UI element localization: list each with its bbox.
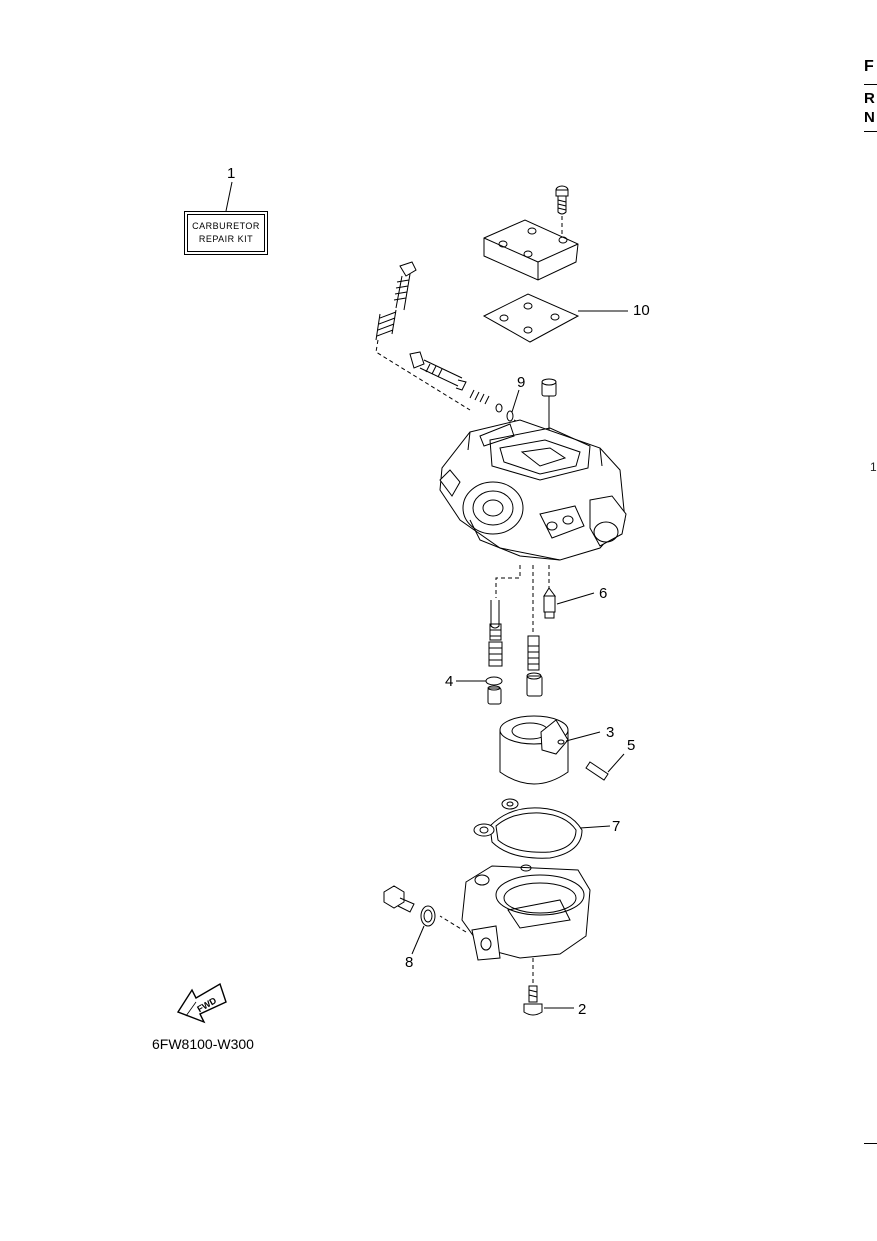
carburetor-body (440, 420, 626, 560)
callout-10: 10 (633, 302, 650, 319)
callout-4: 4 (445, 673, 454, 690)
fwd-arrow-icon: FWD (178, 984, 226, 1022)
kit-line-1: CARBURETOR (192, 221, 260, 231)
washer-8-icon (421, 906, 435, 926)
callout-6: 6 (599, 585, 608, 602)
needle-valve (544, 565, 594, 618)
callout-9: 9 (517, 374, 526, 391)
cover-screw (556, 186, 568, 238)
repair-kit-label: CARBURETOR REPAIR KIT (184, 211, 268, 255)
edge-rule-1 (864, 84, 877, 85)
callout-7: 7 (612, 818, 621, 835)
chamber-screw (524, 958, 574, 1015)
pilot-screw (410, 352, 526, 426)
edge-number: 1 (870, 460, 877, 474)
cover-gasket (484, 294, 628, 342)
callout-8: 8 (405, 954, 414, 971)
o-ring-4-icon (486, 677, 502, 685)
callout-3: 3 (606, 724, 615, 741)
float-chamber-gasket (474, 799, 610, 858)
top-cover-plate (484, 220, 578, 280)
callout-2: 2 (578, 1001, 587, 1018)
float-pin (586, 754, 624, 780)
throttle-stop-screw (376, 262, 470, 410)
o-ring-9-icon (507, 411, 513, 421)
float (500, 716, 600, 784)
callout-5: 5 (627, 737, 636, 754)
air-jet-cap (542, 379, 556, 470)
callout-1: 1 (227, 165, 236, 182)
float-chamber (440, 865, 590, 960)
kit-line-2: REPAIR KIT (198, 234, 254, 244)
edge-letter-r: R (864, 90, 875, 107)
edge-letter-f: F (864, 58, 874, 75)
edge-rule-3 (864, 1143, 877, 1144)
main-nozzle-stack (486, 565, 520, 704)
edge-rule-2 (864, 131, 877, 132)
edge-letter-n: N (864, 109, 875, 126)
pilot-jet-stack (527, 565, 542, 696)
drain-screw (384, 886, 435, 954)
leader-line-1 (226, 182, 232, 211)
diagram-code: 6FW8100-W300 (152, 1036, 254, 1052)
